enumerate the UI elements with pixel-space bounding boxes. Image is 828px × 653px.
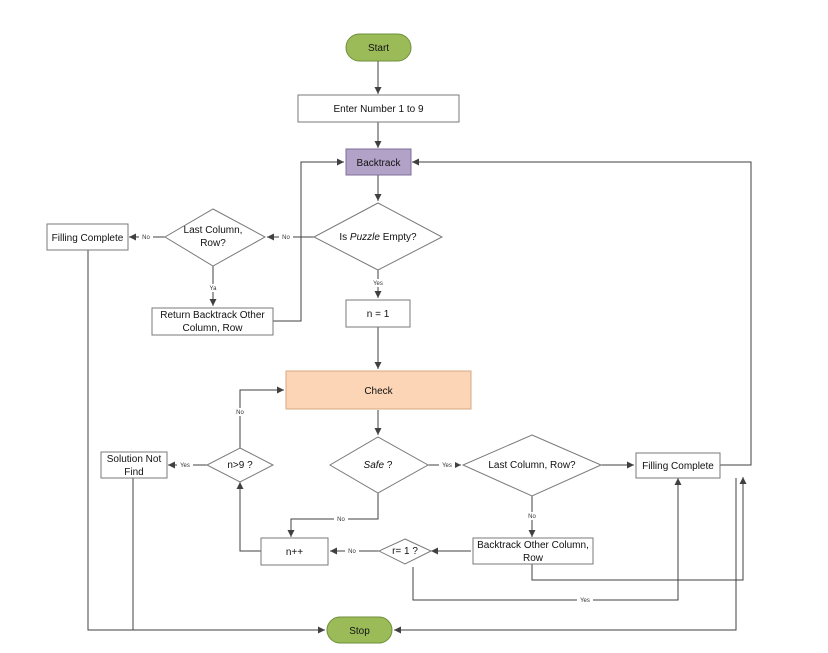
edge-r-yes [412,478,682,601]
stop-label: Stop [349,626,370,637]
check-label: Check [364,386,393,397]
last-column-row-1-line1: Last Column, [184,225,243,236]
node-stop: Stop [326,616,393,644]
node-return-backtrack: Return Backtrack Other Column, Row [151,307,274,336]
edge-label-safe-no: No [337,517,345,523]
safe-em: Safe [364,460,385,471]
node-safe: Safe ? [329,436,430,494]
edge-fill1-stop [87,250,325,634]
node-n-increment: n++ [260,537,329,566]
start-terminal [345,33,412,62]
node-enter-number: Enter Number 1 to 9 [297,94,460,123]
safe-post: ? [384,460,393,471]
solution-not-find-line2: Find [124,467,143,478]
edge-label-ngt9-no: No [236,410,244,416]
edge-fill2-stop [394,478,737,634]
node-start: Start [345,33,412,62]
edge-fill2-backtrack [412,158,752,466]
last-column-row-1-line2: Row? [200,238,226,249]
safe-label: Safe ? [364,460,393,471]
node-r-equals-1: r= 1 ? [377,538,433,565]
edge-label-empty-yes: Yes [373,281,383,287]
is-puzzle-empty-label: Is Puzzle Empty? [339,232,417,243]
edge-label-ngt9-yes: Yes [180,463,190,469]
edge-ngt9-no [239,386,284,448]
edge-label-safe-yes: Yes [442,463,452,469]
n-increment-label: n++ [286,547,303,558]
node-n-equals-1: n = 1 [345,299,411,328]
backtrack-other-line2: Row [523,553,544,564]
node-n-greater-9: n>9 ? [205,447,275,483]
edge-label-r-yes: Yes [580,598,590,604]
n-equals-1-label: n = 1 [367,309,390,320]
node-backtrack-other: Backtrack Other Column, Row [472,537,594,565]
r-equals-1-label: r= 1 ? [392,546,418,557]
edge-label-last1-no: No [142,235,150,241]
backtrack-other-line1: Backtrack Other Column, [477,540,589,551]
return-backtrack-line2: Column, Row [182,323,243,334]
edge-label-empty-no: No [282,235,290,241]
is-puzzle-empty-em: Puzzle [350,232,380,243]
node-solution-not-find: Solution Not Find [100,451,168,479]
enter-number-label: Enter Number 1 to 9 [333,104,423,115]
is-puzzle-empty-post: Empty? [380,232,417,243]
node-filling-complete-1: Filling Complete [46,223,129,251]
edges [87,61,752,634]
node-is-puzzle-empty: Is Puzzle Empty? [312,202,444,271]
is-puzzle-empty-pre: Is [339,232,350,243]
node-last-column-row-1: Last Column, Row? [164,208,267,267]
backtrack-label: Backtrack [357,158,402,169]
edge-label-last1-yes: Ya [210,286,218,292]
edge-label-last2-no: No [528,514,536,520]
filling-complete-1-label: Filling Complete [52,233,124,244]
edge-return-backtrack [273,158,344,322]
start-label: Start [368,43,389,54]
solution-not-find-line1: Solution Not [107,454,162,465]
node-backtrack: Backtrack [345,148,412,176]
edge-backtrackother-loop [531,477,747,581]
edge-labels: No No Ya Yes No Yes Yes No No No Yes [139,233,593,604]
return-backtrack-line1: Return Backtrack Other [160,310,265,321]
node-last-column-row-2: Last Column, Row? [461,434,603,497]
filling-complete-2-label: Filling Complete [642,461,714,472]
edge-label-r-no: No [348,549,356,555]
n-greater-9-label: n>9 ? [227,460,253,471]
stop-terminal [326,616,393,644]
node-filling-complete-2: Filling Complete [635,452,721,479]
edge-ninc-ngt9 [236,482,261,552]
node-check: Check [285,370,472,410]
last-column-row-2-label: Last Column, Row? [488,460,576,471]
